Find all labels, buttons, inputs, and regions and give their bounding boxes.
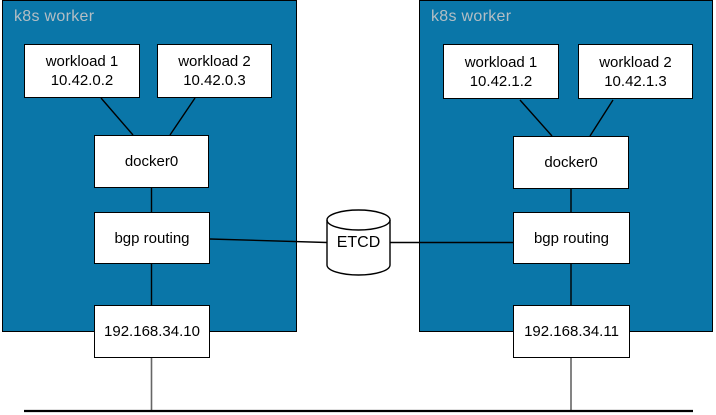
bgp-routing-node-left: bgp routing	[94, 212, 210, 264]
bridge-label: docker0	[544, 154, 598, 171]
host-ip-node-left: 192.168.34.10	[94, 305, 210, 358]
workload-ip: 10.42.1.3	[604, 72, 667, 90]
workload-name: workload 1	[464, 53, 538, 71]
etcd-label: ETCD	[336, 234, 381, 251]
routing-label: bgp routing	[114, 229, 190, 247]
host-ip-label: 192.168.34.10	[104, 323, 200, 340]
workload1-node-left: workload 1 10.42.0.2	[24, 44, 140, 98]
workload-ip: 10.42.0.2	[50, 72, 114, 89]
routing-label: bgp routing	[533, 229, 610, 247]
workload-ip: 10.42.1.2	[469, 72, 533, 90]
workload-name: workload 2	[599, 53, 672, 71]
workload-name: workload 1	[45, 53, 119, 70]
workload2-node-right: workload 2 10.42.1.3	[578, 44, 693, 99]
docker0-node-left: docker0	[94, 135, 209, 188]
workload2-node-left: workload 2 10.42.0.3	[157, 44, 272, 98]
worker-right-title: k8s worker	[431, 8, 512, 25]
host-ip-node-right: 192.168.34.11	[513, 305, 630, 358]
worker-left-title: k8s worker	[14, 8, 95, 25]
workload1-node-right: workload 1 10.42.1.2	[443, 44, 559, 99]
host-ip-label: 192.168.34.11	[524, 323, 619, 340]
workload-ip: 10.42.0.3	[183, 72, 246, 89]
bridge-label: docker0	[124, 153, 179, 170]
workload-name: workload 2	[178, 53, 251, 70]
bgp-routing-node-right: bgp routing	[513, 212, 630, 264]
docker0-node-right: docker0	[513, 136, 629, 189]
